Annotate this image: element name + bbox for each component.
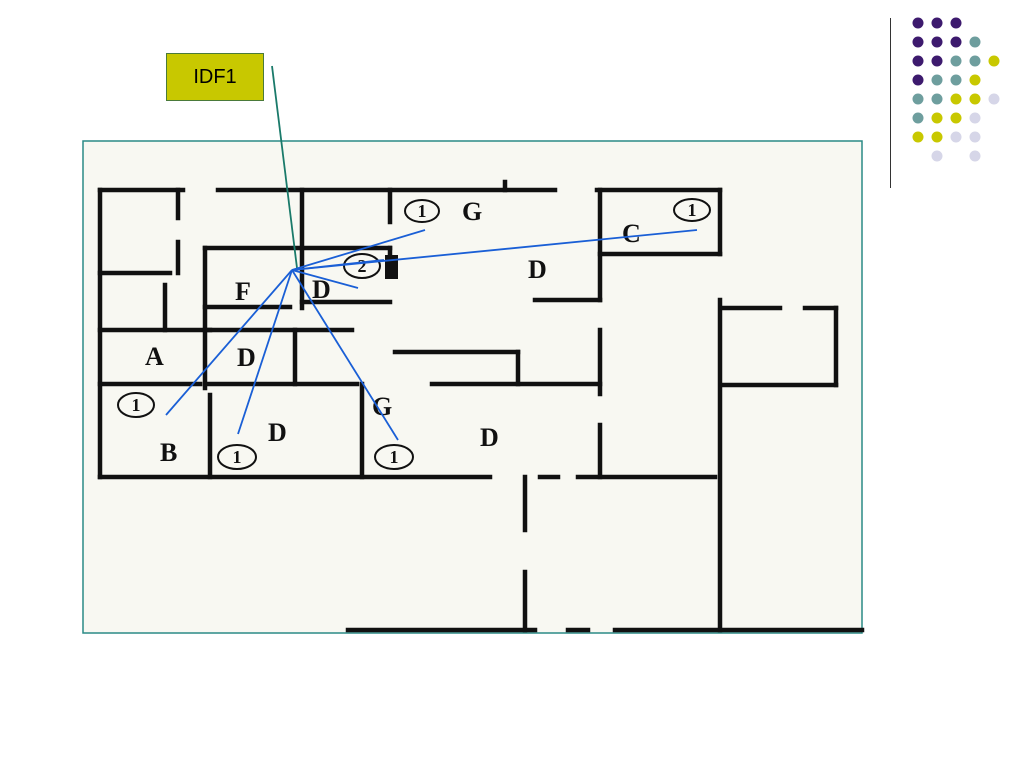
idf1-label-box: IDF1 <box>166 53 264 101</box>
jack-d-lower-label: 1 <box>233 447 242 467</box>
idf1-label-text: IDF1 <box>193 65 237 88</box>
room-label-a: A <box>145 342 164 371</box>
dot-grid-purple <box>912 17 962 86</box>
room-label-c: C <box>622 219 641 248</box>
cable-runs <box>165 229 698 441</box>
jack-c-label: 1 <box>688 200 697 220</box>
room-label-g-top: G <box>462 197 482 226</box>
cable-to-jack-g <box>291 229 426 271</box>
cable-to-room-d-center <box>291 269 359 289</box>
dot-grid-teal <box>912 36 981 124</box>
jack-g: 1 <box>404 199 440 223</box>
idf-leader-line <box>271 65 298 269</box>
decorative-dot-grid <box>912 17 1000 162</box>
wall-block <box>385 255 398 279</box>
jack-b: 1 <box>117 392 155 418</box>
room-label-d-lower: D <box>268 418 287 447</box>
jack-center-label: 2 <box>358 256 367 276</box>
jack-b-label: 1 <box>132 395 141 415</box>
room-label-d-right: D <box>480 423 499 452</box>
room-label-d-top: D <box>528 255 547 284</box>
jack-c: 1 <box>673 198 711 222</box>
cable-to-jack-center <box>291 259 385 271</box>
room-label-d-center: D <box>312 275 331 304</box>
dot-grid-lilac <box>931 93 1000 162</box>
jack-g-mid-label: 1 <box>390 447 399 467</box>
floor-plan-walls <box>97 179 865 633</box>
jack-d-lower: 1 <box>217 444 257 470</box>
cable-to-jack-d-lower <box>237 269 293 435</box>
dot-grid-yellow <box>912 55 1000 143</box>
room-label-f: F <box>235 277 251 306</box>
jack-g-mid: 1 <box>374 444 414 470</box>
title-divider-line <box>890 18 891 188</box>
jack-center: 2 <box>343 253 381 279</box>
cable-to-jack-b <box>165 269 293 416</box>
room-label-g-mid: G <box>372 392 392 421</box>
cable-to-jack-g-mid <box>291 269 399 441</box>
room-label-b: B <box>160 438 177 467</box>
room-label-d-mid: D <box>237 343 256 372</box>
jack-g-label: 1 <box>418 201 427 221</box>
